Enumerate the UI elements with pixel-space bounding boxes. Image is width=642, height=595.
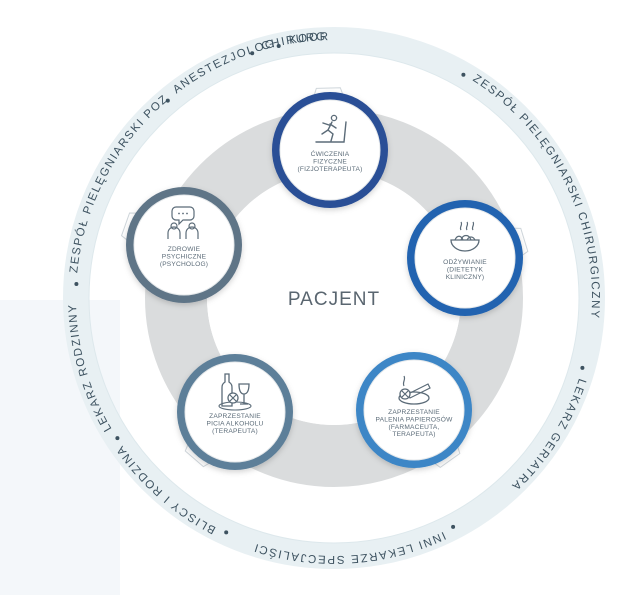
node-label-line: KLINICZNY) (446, 274, 485, 281)
node-label-line: (TERAPEUTA) (212, 428, 258, 435)
node-label-line: ZDROWIE (168, 246, 201, 253)
node-label-line: TERAPEUTA) (392, 431, 435, 438)
treadmill-icon (315, 114, 347, 143)
ring-separator-dot (165, 98, 170, 103)
psychology-chat-icon (167, 206, 199, 239)
node-label-line: ZAPRZESTANIE (209, 413, 261, 420)
node-label-line: PSYCHICZNE (162, 253, 207, 260)
ring-label-7: ANESTEZJOLOG (171, 38, 277, 96)
ring-separator-dot (451, 524, 456, 529)
node-disc (414, 207, 516, 309)
node-disc (363, 359, 465, 461)
nodes-group: ĆWICZENIAFIZYCZNE(FIZJOTERAPEUTA)ODŻYWIA… (120, 87, 529, 470)
node-label-line: (PSYCHOLOG) (160, 261, 208, 268)
node-label-line: PICIA ALKOHOLU (206, 420, 263, 427)
node-disc (184, 361, 286, 463)
no-smoking-icon (398, 375, 431, 405)
node-disc (133, 194, 235, 296)
node-label-line: (FIZJOTERAPEUTA) (298, 166, 363, 173)
ring-separator-dot (276, 44, 281, 48)
node-label-line: (DIETETYK (447, 266, 484, 273)
ring-separator-dot (250, 51, 255, 56)
ring-separator-dot (115, 436, 120, 441)
center-label: PACJENT (288, 289, 380, 310)
node-label-line: ĆWICZENIA (311, 149, 350, 158)
node-label-line: ODŻYWIANIE (443, 257, 487, 266)
ring-separator-dot (461, 72, 466, 77)
node-label-line: PALENIA PAPIEROSÓW (375, 414, 453, 423)
outer-ring-inner-edge (88, 52, 580, 544)
background-panel (0, 300, 120, 595)
outer-ring (63, 27, 605, 569)
node-label-line: (FARMACEUTA, (389, 424, 440, 431)
ring-separator-dot (74, 282, 79, 286)
food-bowl-icon (450, 221, 480, 252)
node-disc (279, 99, 381, 201)
ring-separator-dot (580, 365, 585, 370)
node-label-line: ZAPRZESTANIE (388, 409, 440, 416)
ring-separator-dot (224, 530, 229, 535)
node-label-line: FIZYCZNE (313, 158, 347, 165)
no-alcohol-icon (218, 373, 252, 411)
